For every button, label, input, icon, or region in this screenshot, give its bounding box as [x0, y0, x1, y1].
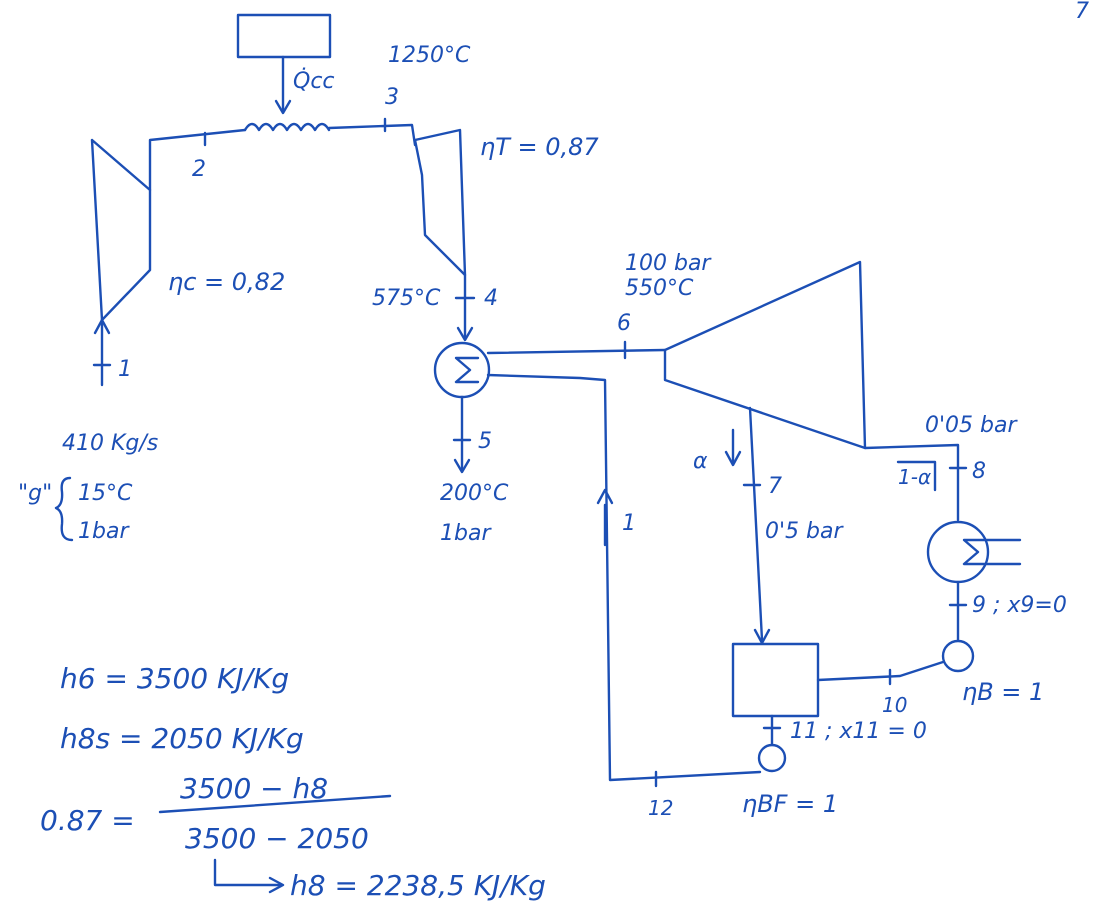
inlet-pressure-label: 1bar — [78, 519, 130, 544]
feedwater-return-line — [486, 373, 762, 782]
line-hrsg-to-steam-turbine — [486, 348, 667, 355]
one-minus-alpha-label: 1-α — [898, 465, 931, 489]
t3-label: 1250°C — [388, 43, 471, 68]
state4-label: 4 — [484, 286, 498, 311]
state1-label: 1 — [118, 357, 132, 382]
state2-label: 2 — [192, 157, 206, 182]
combustion-chamber-box — [236, 13, 332, 59]
inlet-temp-label: 15°C — [78, 481, 133, 506]
eta-bf-label: ηBF = 1 — [742, 790, 838, 818]
hrsg-exchanger — [433, 341, 491, 399]
one-minus-alpha-marker — [896, 460, 937, 492]
hrsg-symbol — [454, 356, 480, 384]
state10-label: 10 — [882, 693, 907, 717]
exhaust-arrowhead — [453, 458, 471, 474]
state6-label: 6 — [617, 311, 631, 336]
turbine-outlet-arrowhead — [456, 326, 474, 342]
equation-numerator: 3500 − h8 — [180, 772, 328, 805]
equation-h6: h6 = 3500 KJ/Kg — [60, 662, 289, 695]
state8-label: 8 — [972, 459, 986, 484]
line-turbine-to-condenser — [863, 443, 960, 522]
exhaust-pressure-label: 1bar — [440, 521, 492, 546]
p8-label: 0'05 bar — [925, 413, 1018, 438]
result-arrowhead — [268, 876, 285, 894]
heat-input-label: Q̇cc — [293, 68, 335, 94]
p7-label: 0'5 bar — [765, 519, 844, 544]
line-compressor-to-heater — [148, 128, 247, 192]
return-flow-arrowhead — [596, 488, 614, 505]
mass-flow-label: 410 Kg/s — [62, 431, 158, 456]
equation-lhs: 0.87 = — [40, 804, 135, 837]
alpha-flow-arrowhead — [724, 450, 742, 467]
equation-denominator: 3500 − 2050 — [185, 822, 369, 855]
inlet-gas-label: "g" — [18, 481, 52, 506]
state3-label: 3 — [385, 85, 399, 110]
equation-h8s: h8s = 2050 KJ/Kg — [60, 722, 304, 755]
state7-label: 7 — [768, 474, 782, 499]
fraction-bar — [158, 794, 392, 814]
line-heater-to-turbine — [327, 123, 417, 147]
line-pump-b-to-heater — [816, 660, 945, 682]
page-number: 7 — [1075, 0, 1089, 24]
exhaust-temp-label: 200°C — [440, 481, 509, 506]
alpha-label: α — [693, 449, 708, 474]
extraction-line — [748, 406, 764, 642]
state9-label: 9 ; x9=0 — [972, 593, 1067, 618]
state5-label: 5 — [478, 429, 492, 454]
compressor-inlet-arrowhead — [93, 318, 111, 335]
p6-label: 100 bar — [625, 251, 712, 276]
eta-c-label: ηc = 0,82 — [168, 268, 285, 296]
result-arrow — [213, 858, 282, 887]
heater-coil — [243, 122, 331, 132]
heat-input-arrowhead — [274, 99, 292, 115]
pump-b — [941, 639, 975, 673]
gas-turbine — [413, 128, 467, 277]
pump-bf — [757, 743, 787, 773]
eta-t-label: ηT = 0,87 — [480, 133, 599, 161]
steam-turbine — [663, 260, 867, 450]
compressor — [90, 138, 152, 322]
mass-one-label: 1 — [622, 511, 636, 536]
equation-result: h8 = 2238,5 KJ/Kg — [290, 869, 546, 902]
state12-label: 12 — [648, 796, 673, 820]
feedwater-heater-box — [731, 642, 820, 718]
t6-label: 550°C — [625, 276, 694, 301]
condenser-cooling-water — [962, 538, 1022, 566]
eta-b-label: ηB = 1 — [962, 678, 1044, 706]
inlet-brace — [54, 476, 74, 542]
state4-temp-label: 575°C — [372, 286, 441, 311]
state11-label: 11 ; x11 = 0 — [790, 719, 927, 744]
